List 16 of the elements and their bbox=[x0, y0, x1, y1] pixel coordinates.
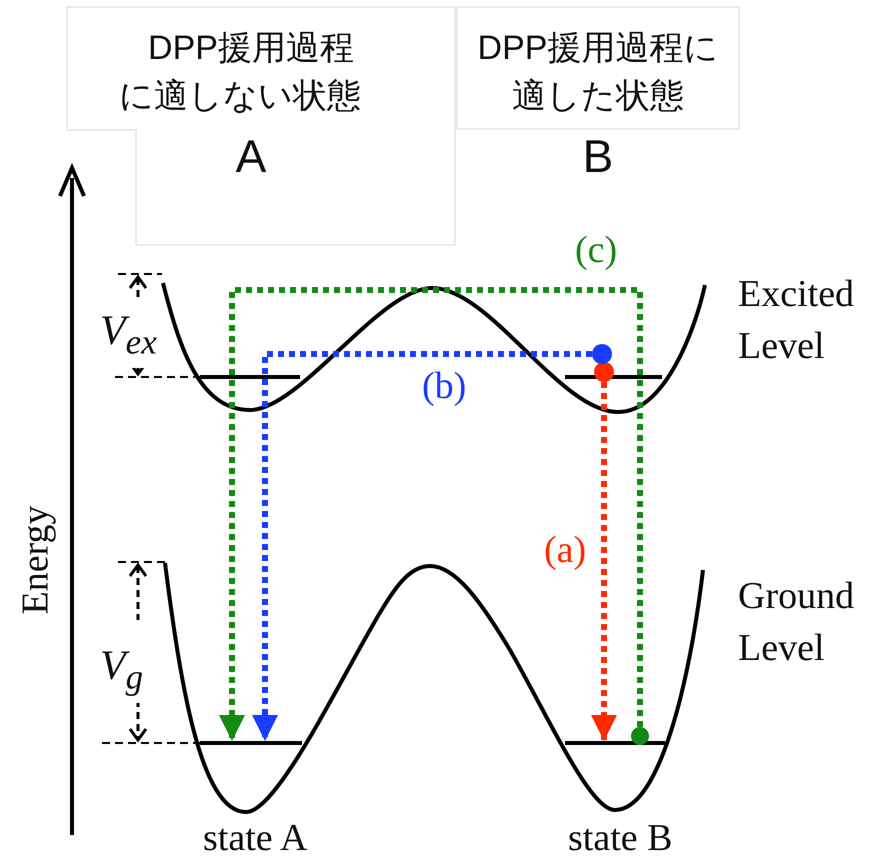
level-label: Ground Level bbox=[738, 574, 856, 671]
panel-heading: DPP援用過程に適しない状態 bbox=[118, 28, 362, 117]
text-panel bbox=[66, 6, 456, 246]
state-label: state A bbox=[203, 816, 308, 861]
arrow bbox=[219, 287, 643, 741]
state-letter: A bbox=[234, 130, 268, 182]
panel-heading: DPP援用過程に適した状態 bbox=[476, 28, 720, 117]
particle-dot bbox=[631, 727, 649, 745]
arrow bbox=[591, 382, 617, 741]
arrow bbox=[252, 351, 592, 741]
state-label: state B bbox=[568, 816, 672, 861]
particle-dot bbox=[594, 362, 614, 382]
state-letter: B bbox=[582, 130, 614, 182]
level-label: Excited Level bbox=[738, 272, 856, 369]
particle-dot bbox=[592, 344, 612, 364]
axis-label: Energy bbox=[13, 505, 58, 615]
